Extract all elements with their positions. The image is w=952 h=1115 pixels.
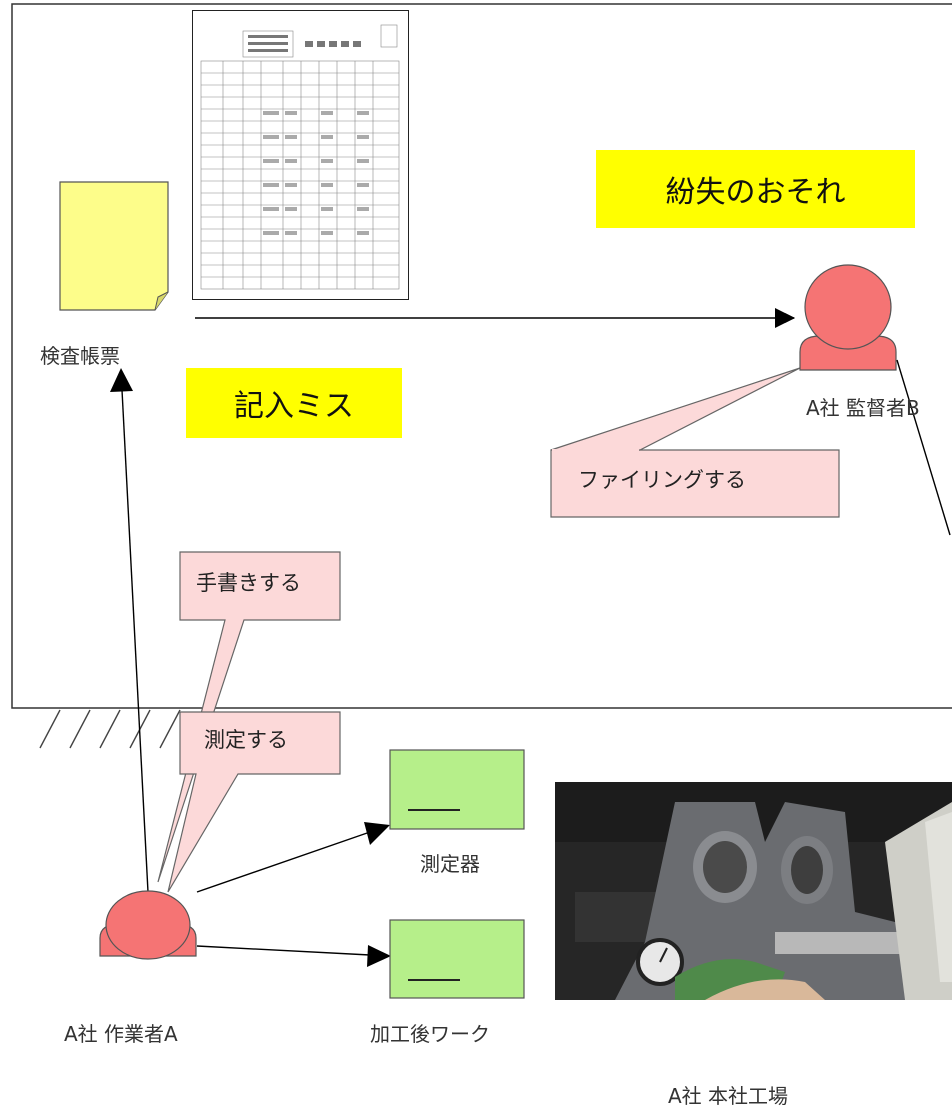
document-icon (59, 181, 169, 311)
supervisor-label: A社 監督者B (806, 396, 920, 420)
line-supervisor-out (896, 359, 951, 536)
inspection-form-image (192, 10, 409, 300)
arrow-worker-to-gauge (196, 831, 371, 893)
workpiece-label: 加工後ワーク (370, 1022, 490, 1046)
document-label: 検査帳票 (40, 344, 120, 368)
worker-actor-icon (99, 890, 197, 960)
supervisor-actor-icon (799, 264, 897, 371)
gauge-object (389, 749, 525, 830)
callout-filing: ファイリングする (578, 468, 746, 492)
callout-measure: 測定する (204, 728, 288, 752)
callout-handwrite: 手書きする (196, 571, 301, 595)
factory-boundary (11, 3, 952, 709)
warning-entry-error: 記入ミス (186, 368, 402, 438)
measurement-photo (555, 782, 952, 1000)
worker-label: A社 作業者A (64, 1022, 178, 1046)
callout-filing-shape (550, 449, 840, 518)
warning-loss: 紛失のおそれ (596, 150, 915, 228)
gauge-label: 測定器 (420, 852, 480, 876)
arrow-worker-to-work (196, 945, 371, 956)
arrow-worker-to-doc (121, 389, 149, 893)
workpiece-object (389, 919, 525, 999)
factory-label: A社 本社工場 (668, 1084, 789, 1108)
callout-measure-shape (167, 711, 341, 893)
